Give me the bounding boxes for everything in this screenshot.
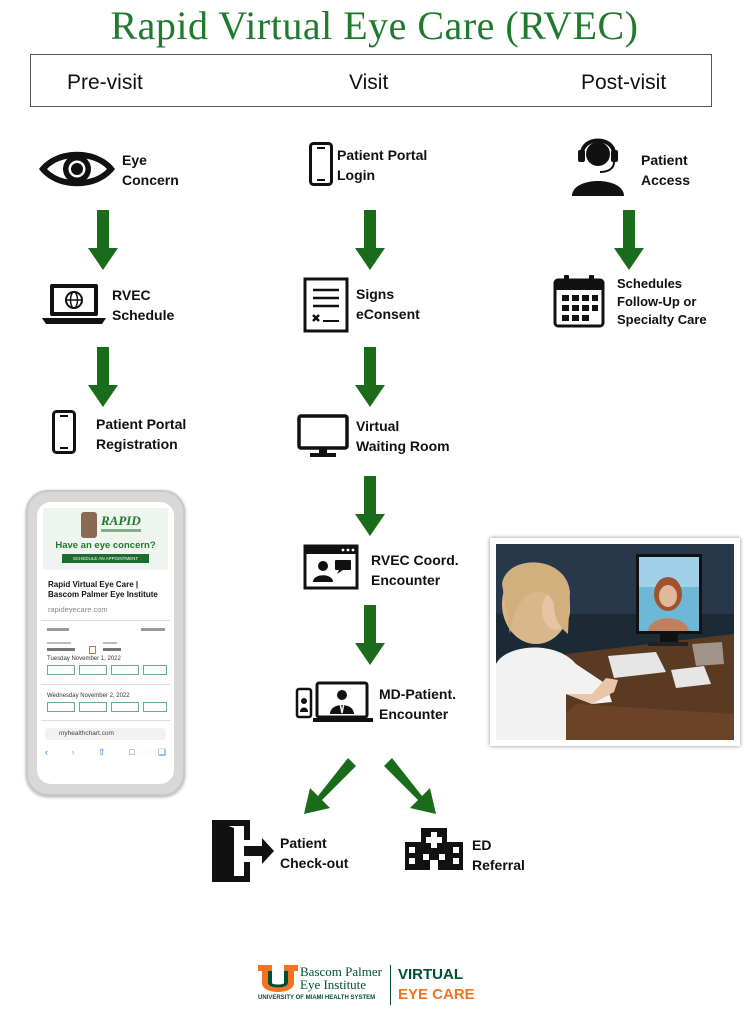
document-sign-icon <box>303 277 349 333</box>
arrow-down-icon <box>355 476 385 536</box>
monitor-icon <box>297 414 349 457</box>
tabs-icon[interactable]: ❏ <box>157 747 166 757</box>
smartphone-icon <box>52 410 76 454</box>
phone-site-url[interactable]: rapideyecare.com <box>48 605 108 614</box>
phase-previsit: Pre-visit <box>67 71 143 94</box>
arrow-down-icon <box>88 347 118 407</box>
headset-person-icon <box>572 138 624 196</box>
bookmarks-icon[interactable]: □ <box>129 747 135 757</box>
arrow-down-icon <box>88 210 118 270</box>
phase-header: Pre-visit Visit Post-visit <box>30 54 712 107</box>
node-md-patient-encounter: MD-Patient.Encounter <box>379 686 456 722</box>
eye-care-wordmark: EYE CARE <box>398 986 475 1003</box>
institute-name: Bascom Palmer Eye Institute <box>300 964 382 992</box>
phase-postvisit: Post-visit <box>581 71 667 94</box>
hospital-icon <box>405 828 463 870</box>
phone-address-bar[interactable]: myhealthchart.com <box>59 730 114 737</box>
schedule-appointment-button[interactable]: SCHEDULE AN APPOINTMENT <box>62 554 149 563</box>
footer-logo: Bascom Palmer Eye Institute UNIVERSITY O… <box>258 965 498 1007</box>
phase-visit: Visit <box>349 71 389 94</box>
eye-icon <box>39 151 115 187</box>
video-call-window-icon <box>303 544 359 590</box>
laptop-globe-icon <box>42 284 106 324</box>
diagram-title: Rapid Virtual Eye Care (RVEC) <box>110 3 639 48</box>
arrow-down-right-icon <box>384 758 436 814</box>
u-logo-icon <box>258 965 298 992</box>
back-icon[interactable]: ‹ <box>45 747 48 757</box>
health-system-name: UNIVERSITY OF MIAMI HEALTH SYSTEM <box>258 995 376 1001</box>
calendar-icon <box>553 275 605 328</box>
phone-site-title: Rapid Virtual Eye Care | Bascom Palmer E… <box>48 580 158 599</box>
smartphone-icon <box>309 142 333 186</box>
node-rvec-coord-encounter: RVEC Coord.Encounter <box>371 552 459 588</box>
arrow-down-icon <box>355 605 385 665</box>
phone-mockup: RAPID Have an eye concern? SCHEDULE AN A… <box>26 490 185 796</box>
phone-browser-toolbar: ‹ › ⇧ □ ❏ <box>45 747 166 758</box>
arrow-down-icon <box>355 347 385 407</box>
virtual-wordmark: VIRTUAL <box>398 966 463 983</box>
phone-screen: RAPID Have an eye concern? SCHEDULE AN A… <box>37 502 174 784</box>
arrow-down-icon <box>355 210 385 270</box>
doctor-photo <box>81 512 97 538</box>
doctor-telehealth-icon <box>295 681 373 722</box>
phone-day2: Wednesday November 2, 2022 <box>47 693 130 699</box>
phone-headline: Have an eye concern? <box>55 540 156 551</box>
logo-divider <box>390 965 391 1005</box>
arrow-down-left-icon <box>304 758 356 814</box>
phone-brand: RAPID <box>101 513 141 528</box>
phone-day1: Tuesday November 1, 2022 <box>47 656 121 662</box>
telehealth-photo <box>490 538 740 746</box>
forward-icon[interactable]: › <box>71 747 75 757</box>
arrow-down-icon <box>614 210 644 270</box>
exit-door-icon <box>212 820 274 882</box>
share-icon[interactable]: ⇧ <box>97 747 106 757</box>
